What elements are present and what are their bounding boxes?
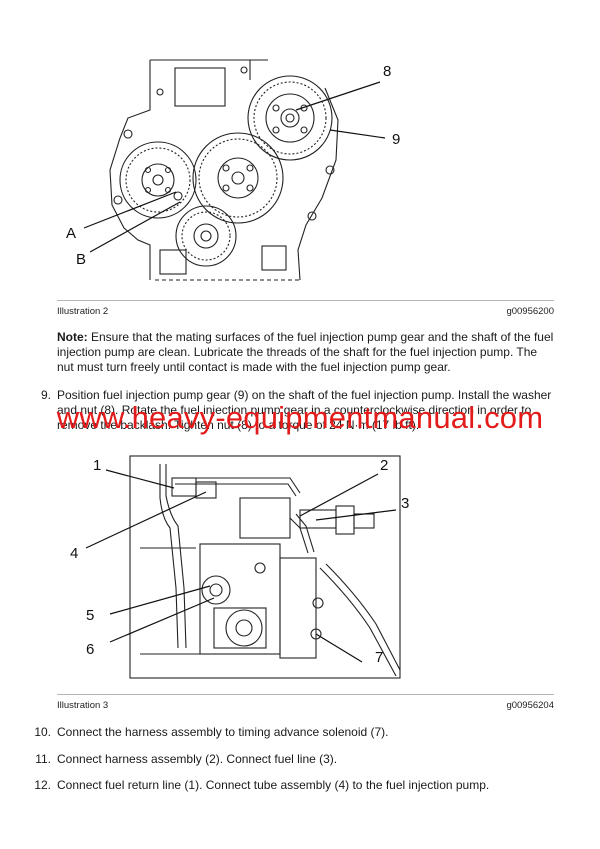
caption-title: Illustration 2 <box>57 306 109 317</box>
note-text: Ensure that the mating surfaces of the f… <box>57 330 554 374</box>
callout-7: 7 <box>375 649 383 666</box>
callout-A: A <box>66 225 76 242</box>
callout-1: 1 <box>93 457 101 474</box>
caption-rule <box>57 300 554 301</box>
note-paragraph: Note: Ensure that the mating surfaces of… <box>57 330 557 375</box>
illustration-2-gear-train: 8 9 A B <box>0 40 600 290</box>
caption-id: g00956200 <box>506 306 554 317</box>
callout-5: 5 <box>86 607 94 624</box>
step-number: 12. <box>34 778 51 792</box>
watermark: www.heavy-equipmentmanual.com <box>56 400 544 435</box>
caption-rule <box>57 694 554 695</box>
illustration-3-fuel-pump: 1 2 3 4 5 6 7 <box>0 448 600 688</box>
callout-2: 2 <box>380 457 388 474</box>
callout-9: 9 <box>392 131 400 148</box>
callout-8: 8 <box>383 63 391 80</box>
callout-6: 6 <box>86 641 94 658</box>
fuel-pump-drawing: 1 2 3 4 5 6 7 <box>70 455 409 679</box>
gear-train-drawing: 8 9 A B <box>66 59 400 281</box>
callout-3: 3 <box>401 495 409 512</box>
caption-id: g00956204 <box>506 700 554 711</box>
step-number: 10. <box>34 725 51 739</box>
step-number: 11. <box>35 752 51 766</box>
note-label: Note: <box>57 330 88 344</box>
caption-title: Illustration 3 <box>57 700 109 711</box>
callout-B: B <box>76 251 86 268</box>
step-text: Connect fuel return line (1). Connect tu… <box>57 778 490 792</box>
step-text: Position fuel injection pump gear (9) on… <box>57 388 552 432</box>
callout-4: 4 <box>70 545 78 562</box>
step-text: Connect the harness assembly to timing a… <box>57 725 389 739</box>
step-text: Connect harness assembly (2). Connect fu… <box>57 752 338 766</box>
step-number: 9. <box>40 388 51 402</box>
